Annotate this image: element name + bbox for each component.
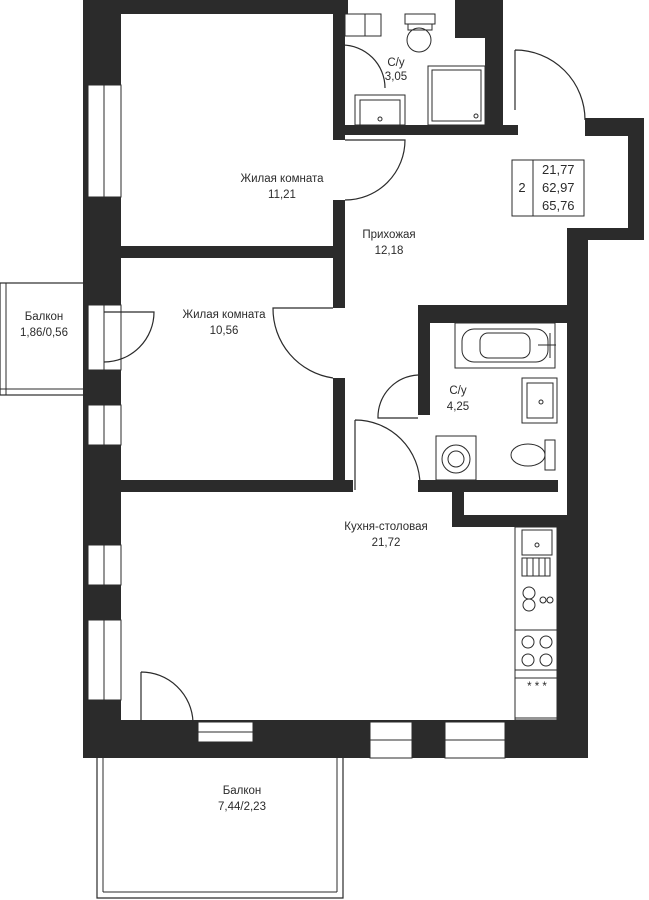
room-area: 4,25 [447, 401, 469, 413]
room-area: 12,18 [375, 245, 404, 257]
room-labels: Жилая комната 11,21 С/у 3,05 Прихожая 12… [20, 57, 469, 813]
room-name: Прихожая [362, 229, 415, 241]
area-total: 62,97 [542, 180, 575, 195]
room-name: Балкон [223, 785, 262, 797]
room-area: 3,05 [385, 71, 407, 83]
kitchen-fixtures: * * * [514, 526, 558, 721]
room-name: Жилая комната [182, 309, 266, 321]
doors [103, 44, 586, 723]
room-name: С/у [387, 57, 405, 69]
interior-walls [83, 14, 588, 527]
room-area: 11,21 [268, 189, 296, 201]
room-area: 10,56 [210, 325, 239, 337]
room-area: 7,44/2,23 [218, 801, 266, 813]
room-name: Кухня-столовая [344, 521, 427, 533]
windows [87, 84, 506, 759]
room-area: 1,86/0,56 [20, 327, 68, 339]
bathroom-1-fixtures [344, 13, 486, 126]
svg-text:* * *: * * * [527, 681, 547, 693]
rooms-count: 2 [518, 180, 525, 195]
bathroom-2-fixtures [435, 322, 558, 481]
area-living: 21,77 [542, 162, 575, 177]
area-summary: 2 21,77 62,97 65,76 [511, 159, 585, 217]
room-name: С/у [449, 385, 467, 397]
room-name: Жилая комната [240, 173, 324, 185]
room-area: 21,72 [372, 537, 401, 549]
area-with-balconies: 65,76 [542, 198, 575, 213]
room-name: Балкон [25, 311, 64, 323]
exterior-walls [83, 0, 644, 758]
balconies [0, 282, 344, 899]
